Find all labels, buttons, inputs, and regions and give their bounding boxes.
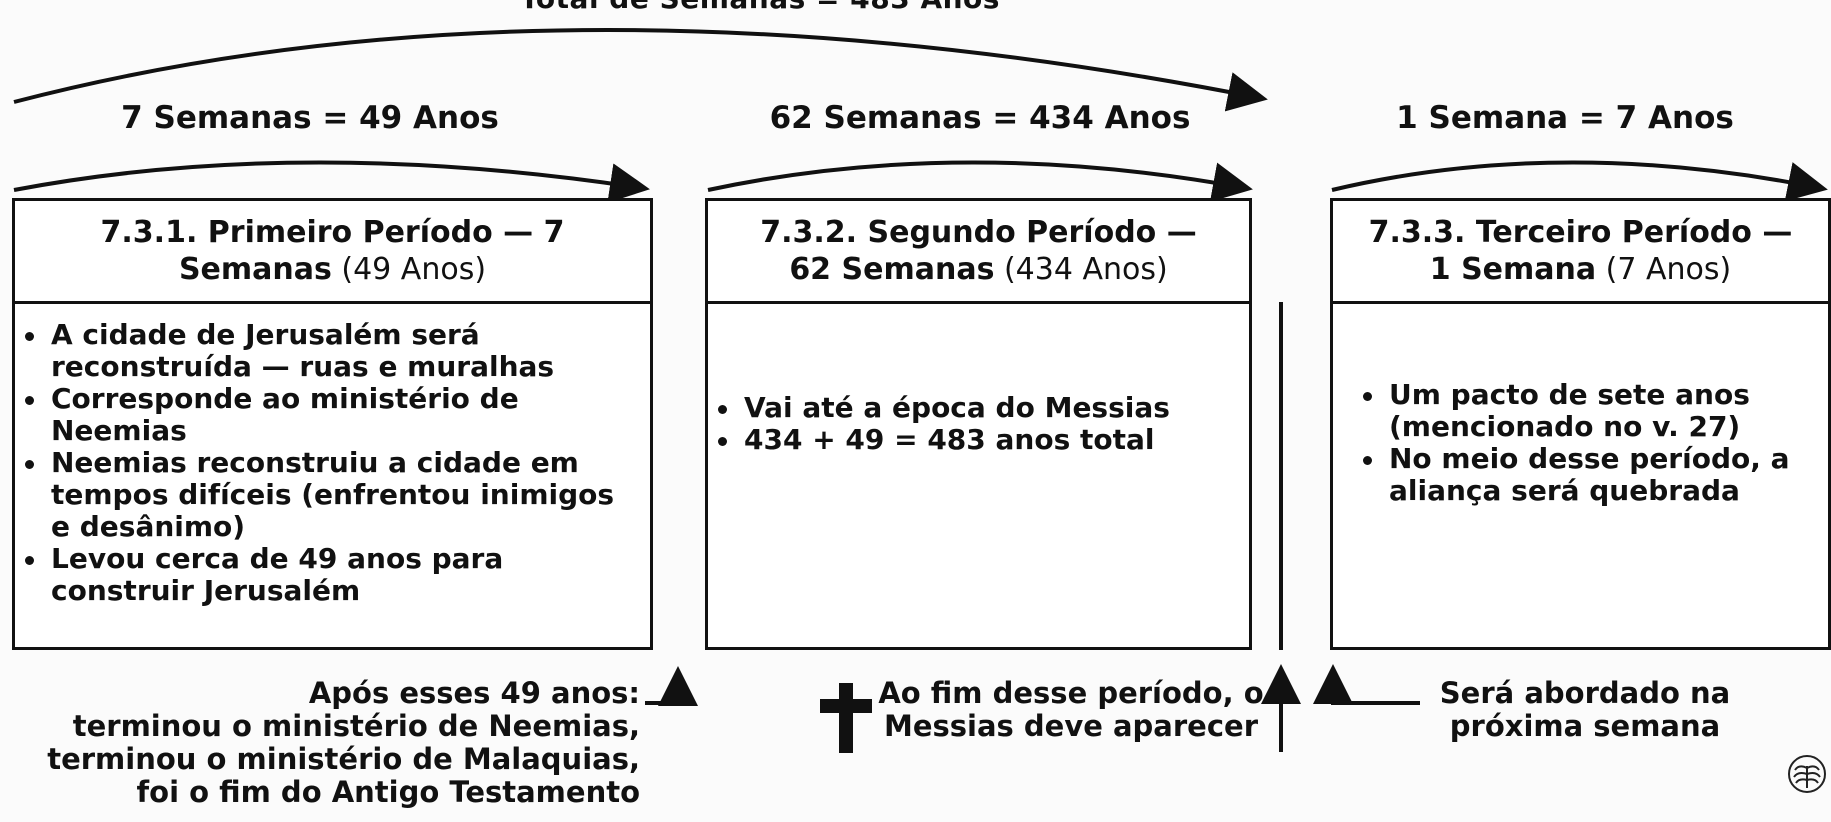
note1-arrow (645, 666, 698, 706)
period1-heading-paren: (49 Anos) (331, 252, 487, 287)
period1-bullet-1: A cidade de Jerusalém será reconstruída … (15, 319, 640, 383)
period2-arc-arrow (707, 160, 1253, 202)
period1-bullet-3: Neemias reconstruiu a cidade em tempos d… (15, 447, 640, 543)
period3-box: 7.3.3. Terceiro Período — 1 Semana (7 An… (1330, 198, 1831, 650)
period2-bullet-1: Vai até a época do Messias (708, 392, 1239, 424)
period2-bullet-list: Vai até a época do Messias 434 + 49 = 48… (708, 304, 1249, 456)
cross-icon (820, 683, 872, 753)
period2-note: Ao fim desse período, o Messias deve apa… (876, 677, 1266, 743)
period2-note-line2: Messias deve aparecer (883, 709, 1259, 743)
period3-heading-paren: (7 Anos) (1596, 252, 1732, 287)
period2-heading-paren: (434 Anos) (994, 252, 1168, 287)
note3-arrow (1313, 664, 1420, 705)
period2-box: 7.3.2. Segundo Período — 62 Semanas (434… (705, 198, 1252, 650)
total-title: Total de Semanas = 483 Anos (480, 0, 1040, 15)
period1-note: Após esses 49 anos: terminou o ministéri… (40, 677, 640, 809)
palm-leaf-logo-icon (1788, 755, 1826, 793)
period1-label: 7 Semanas = 49 Anos (121, 100, 499, 136)
period2-bullet-2: 434 + 49 = 483 anos total (708, 424, 1239, 456)
period2-note-line1: Ao fim desse período, o (878, 676, 1264, 710)
period3-heading-line1: 7.3.3. Terceiro Período — (1368, 215, 1793, 250)
total-arc-arrow (13, 28, 1268, 112)
period3-bullet-2: No meio desse período, a aliança será qu… (1353, 443, 1814, 507)
period3-heading-bold: 1 Semana (1429, 252, 1597, 287)
period1-heading-line1: 7.3.1. Primeiro Período — 7 (100, 215, 565, 250)
period3-label: 1 Semana = 7 Anos (1396, 100, 1734, 136)
period1-note-line3: terminou o ministério de Malaquias, (47, 742, 640, 776)
period3-heading: 7.3.3. Terceiro Período — 1 Semana (7 An… (1333, 201, 1828, 304)
period3-note: Será abordado na próxima semana (1420, 677, 1750, 743)
period1-note-line4: foi o fim do Antigo Testamento (136, 775, 640, 809)
period1-heading: 7.3.1. Primeiro Período — 7 Semanas (49 … (15, 201, 650, 304)
period1-note-line2: terminou o ministério de Neemias, (72, 709, 640, 743)
period1-heading-bold: Semanas (178, 252, 332, 287)
period3-arc-arrow (1331, 160, 1828, 202)
period2-heading: 7.3.2. Segundo Período — 62 Semanas (434… (708, 201, 1249, 304)
period2-heading-line1: 7.3.2. Segundo Período — (760, 215, 1197, 250)
period3-bullet-1: Um pacto de sete anos (mencionado no v. … (1353, 379, 1814, 443)
period1-note-line1: Após esses 49 anos: (308, 676, 640, 710)
period3-bullet-list: Um pacto de sete anos (mencionado no v. … (1333, 304, 1828, 507)
period1-arc-arrow (13, 160, 650, 203)
period2-heading-bold: 62 Semanas (789, 252, 995, 287)
period1-bullet-4: Levou cerca de 49 anos para construir Je… (15, 543, 640, 607)
period1-box: 7.3.1. Primeiro Período — 7 Semanas (49 … (12, 198, 653, 650)
period1-bullet-2: Corresponde ao ministério de Neemias (15, 383, 640, 447)
period1-bullet-list: A cidade de Jerusalém será reconstruída … (15, 304, 650, 607)
period2-label: 62 Semanas = 434 Anos (769, 100, 1191, 136)
period3-note-line2: próxima semana (1449, 709, 1721, 743)
period3-note-line1: Será abordado na (1439, 676, 1731, 710)
